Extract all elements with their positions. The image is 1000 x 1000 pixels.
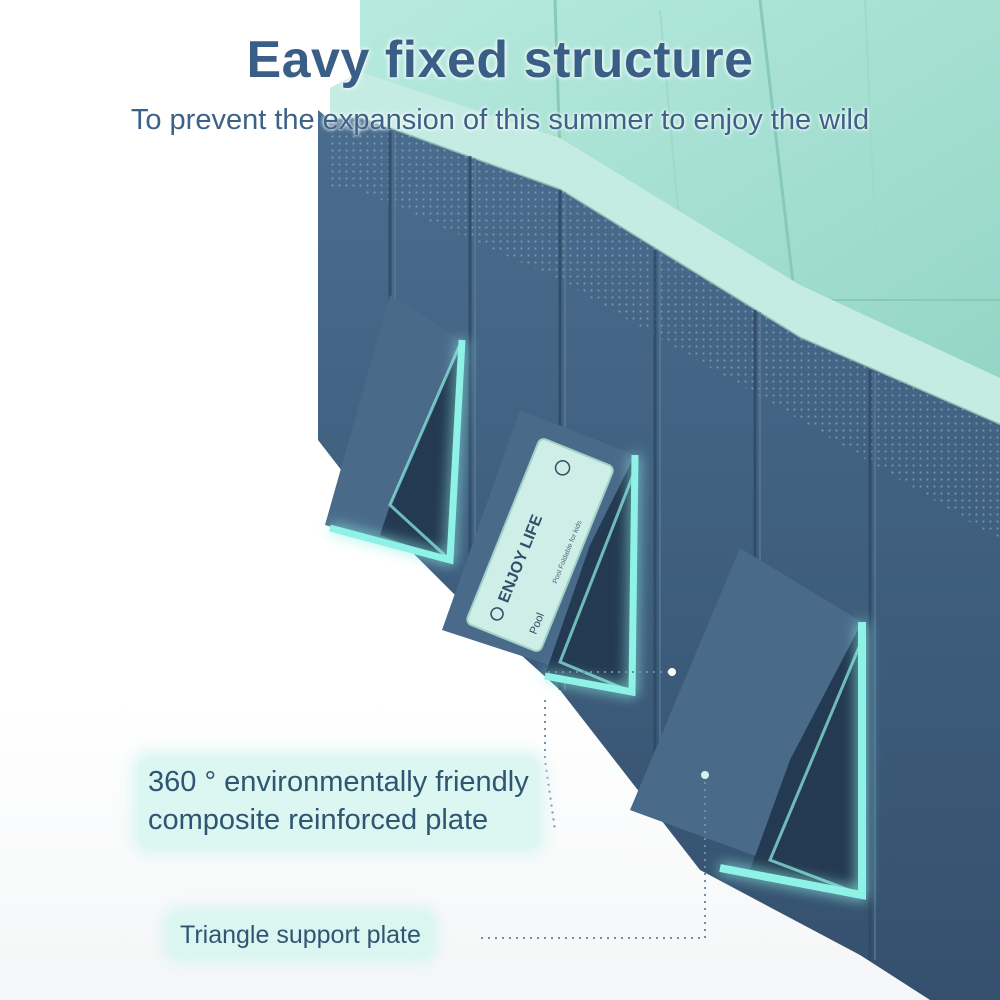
page-title: Eavy fixed structure [246,31,754,89]
triangle-support-plate-1 [325,295,466,565]
product-label-card: ENJOY LIFE Pool Pool Foldable for kids [466,438,614,652]
leader-dot [701,771,709,779]
callout-composite-plate-line2: composite reinforced plate [148,804,489,836]
callout-triangle-support: Triangle support plate [168,912,433,958]
pool-inner-liner [329,0,1000,427]
leader-dot [668,668,676,676]
leader-lines [478,671,706,939]
callout-composite-plate-line1: 360 ° environmentally friendly [148,766,529,798]
callout-composite-plate: 360 ° environmentally friendly composite… [138,757,539,849]
page-subtitle: To prevent the expansion of this summer … [130,104,870,136]
triangle-support-plate-3 [630,548,866,900]
